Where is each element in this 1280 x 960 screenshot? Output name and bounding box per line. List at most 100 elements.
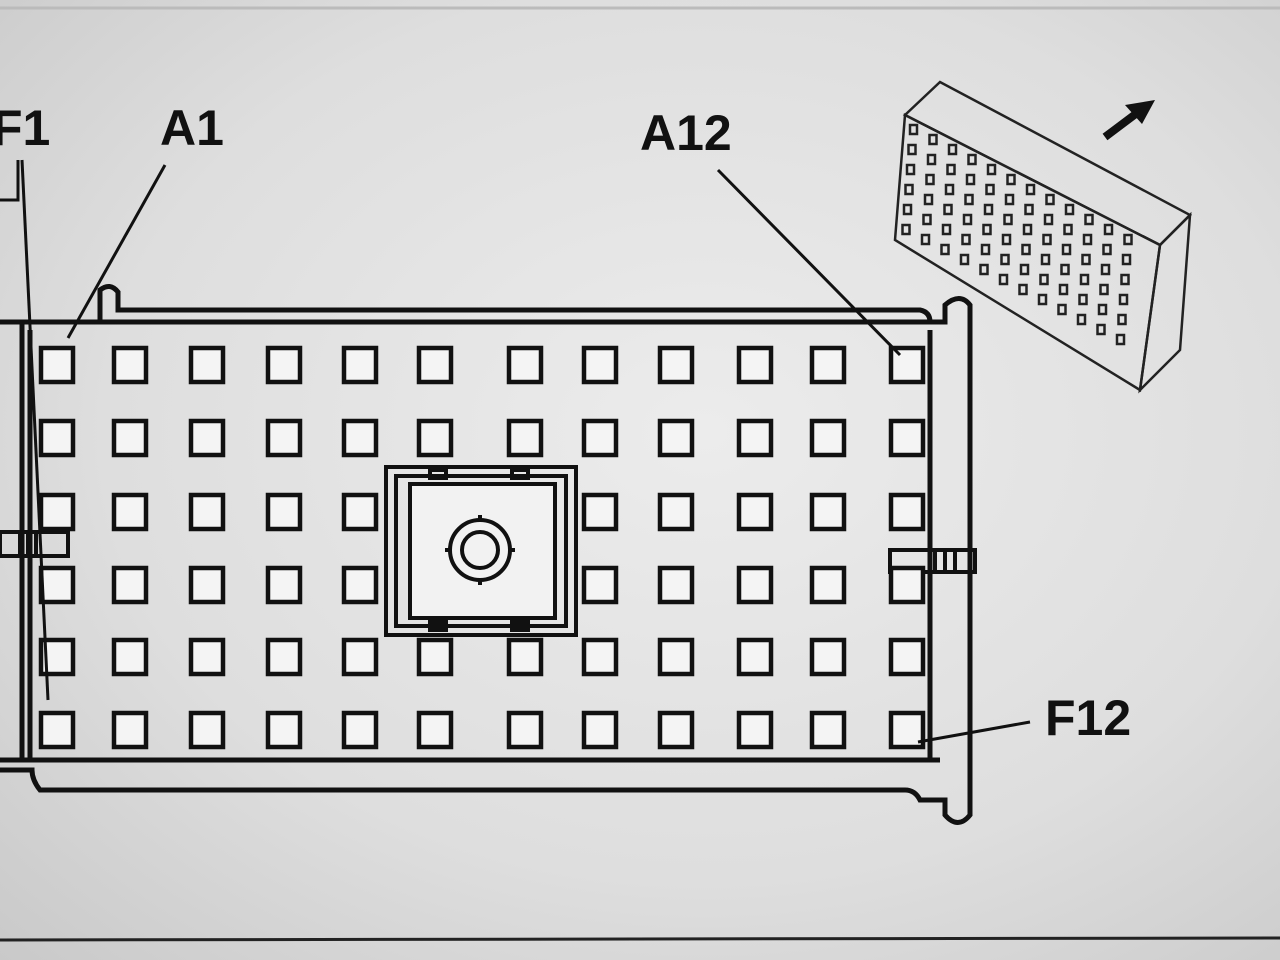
thumbnail-cavity	[908, 123, 919, 136]
cavity-b8	[581, 418, 619, 458]
cavity-a8	[581, 345, 619, 385]
cavity-d9	[657, 565, 695, 605]
thumbnail-cavity	[923, 193, 934, 206]
thumbnail-cavity	[1097, 303, 1108, 316]
thumbnail-cavity	[1003, 213, 1013, 226]
cavity-f7	[506, 710, 544, 750]
cavity-b11	[809, 418, 847, 458]
cavity-f1	[38, 710, 76, 750]
cavity-d3	[188, 565, 226, 605]
left-latch	[0, 530, 70, 558]
cavity-a2	[111, 345, 149, 385]
cavity-f3	[188, 710, 226, 750]
cavity-d2	[111, 565, 149, 605]
cavity-c8	[581, 492, 619, 532]
thumbnail-cavity	[920, 233, 931, 246]
leader-a12	[716, 168, 902, 357]
thumbnail-cavity	[1000, 253, 1010, 266]
connector-3d-thumbnail	[893, 80, 1193, 394]
cavity-a12	[888, 345, 926, 385]
cavity-e7	[506, 637, 544, 677]
cavity-e3	[188, 637, 226, 677]
thumbnail-cavity	[928, 133, 938, 146]
cavity-c10	[736, 492, 774, 532]
thumbnail-cavity	[1039, 273, 1049, 286]
cavity-c12	[888, 492, 926, 532]
cavity-a10	[736, 345, 774, 385]
label-a1: A1	[160, 100, 224, 156]
cavity-f6	[416, 710, 454, 750]
thumbnail-cavity	[1019, 263, 1030, 276]
thumbnail-cavity	[901, 223, 911, 236]
thumbnail-cavity	[959, 253, 970, 266]
cavity-f4	[265, 710, 303, 750]
cavity-a5	[341, 345, 379, 385]
cavity-b12	[888, 418, 926, 458]
cavity-e10	[736, 637, 774, 677]
thumbnail-cavity	[1004, 193, 1015, 206]
thumbnail-cavity	[982, 223, 992, 236]
thumbnail-cavity	[964, 193, 974, 206]
leader-f12	[917, 720, 1031, 744]
thumbnail-cavity	[1081, 253, 1091, 266]
thumbnail-cavity	[1078, 293, 1088, 306]
thumbnail-cavity	[1103, 223, 1114, 236]
thumbnail-cavity	[1079, 273, 1090, 286]
leader-f1-top	[0, 160, 20, 202]
cavity-d1	[38, 565, 76, 605]
cavity-f9	[657, 710, 695, 750]
thumbnail-cavity	[985, 183, 995, 196]
cavity-d10	[736, 565, 774, 605]
label-f12: F12	[1045, 690, 1131, 746]
thumbnail-cavity	[904, 183, 914, 196]
cavity-e6	[416, 637, 454, 677]
thumbnail-cavity	[1099, 283, 1109, 296]
thumbnail-cavity	[1118, 293, 1129, 306]
cavity-grid	[38, 345, 926, 750]
thumbnail-cavity	[1063, 223, 1073, 236]
cavity-a7	[506, 345, 544, 385]
cavity-b10	[736, 418, 774, 458]
thumbnail-cavity	[1121, 253, 1132, 266]
direction-arrow-icon	[1102, 100, 1155, 141]
cavity-d5	[341, 565, 379, 605]
cavity-f8	[581, 710, 619, 750]
thumbnail-cavity	[979, 263, 989, 276]
cavity-c9	[657, 492, 695, 532]
cavity-c5	[341, 492, 379, 532]
leader-a1	[66, 164, 167, 339]
leader-lines	[0, 159, 1031, 744]
thumbnail-cavity	[1018, 283, 1028, 296]
cavity-f12	[888, 710, 926, 750]
frame-bottom-line	[0, 936, 1280, 942]
thumbnail-cavity	[926, 153, 937, 166]
thumbnail-cavity	[967, 153, 977, 166]
cavity-a11	[809, 345, 847, 385]
cavity-c4	[265, 492, 303, 532]
thumbnail-cavity	[941, 223, 952, 236]
thumbnail-cavity	[1057, 303, 1067, 316]
cavity-a4	[265, 345, 303, 385]
thumbnail-cavity	[1040, 253, 1051, 266]
thumbnail-cavity	[1043, 213, 1054, 226]
cavity-e9	[657, 637, 695, 677]
cavity-e4	[265, 637, 303, 677]
thumbnail-cavity	[1006, 173, 1016, 186]
thumbnail-cavity	[1024, 203, 1034, 216]
cavity-f10	[736, 710, 774, 750]
thumbnail-cavity	[907, 143, 917, 156]
cavity-e8	[581, 637, 619, 677]
thumbnail-cavity	[947, 143, 958, 156]
center-boss	[384, 465, 578, 637]
thumbnail-cavity	[902, 203, 913, 216]
cavity-a1	[38, 345, 76, 385]
thumbnail-cavity	[1045, 193, 1055, 206]
cavity-c2	[111, 492, 149, 532]
cavity-d4	[265, 565, 303, 605]
cavity-a6	[416, 345, 454, 385]
cavity-e2	[111, 637, 149, 677]
connector-body	[0, 284, 973, 825]
cavity-d8	[581, 565, 619, 605]
